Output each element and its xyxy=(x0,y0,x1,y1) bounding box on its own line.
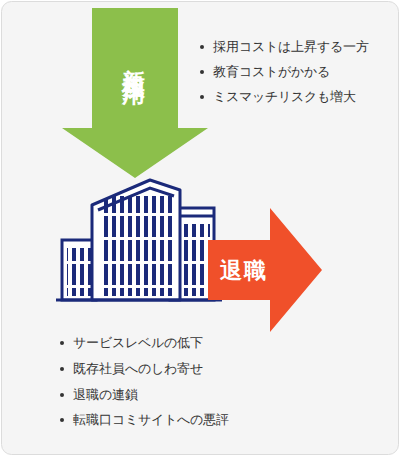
arrow-fill xyxy=(208,208,322,332)
bullet-item: サービスレベルの低下 xyxy=(60,334,203,352)
bullet-item: 既存社員へのしわ寄せ xyxy=(60,360,203,378)
bullet-item: 採用コストは上昇する一方 xyxy=(200,38,369,56)
hiring-arrow: 新規採用 xyxy=(60,8,210,180)
bullet-item: ミスマッチリスクも増大 xyxy=(200,88,356,106)
arrow-label: 退職 xyxy=(220,256,268,286)
arrow-fill xyxy=(62,8,208,178)
arrow-label: 新規採用 xyxy=(120,50,151,70)
bullet-item: 教育コストがかかる xyxy=(200,63,330,81)
bullet-item: 転職口コミサイトへの悪評 xyxy=(60,411,229,429)
bullet-item: 退職の連鎖 xyxy=(60,386,138,404)
arrow-shape xyxy=(60,8,210,180)
main-tower xyxy=(92,180,180,300)
attrition-arrow: 退職 xyxy=(208,208,322,332)
ground-line xyxy=(56,299,222,302)
